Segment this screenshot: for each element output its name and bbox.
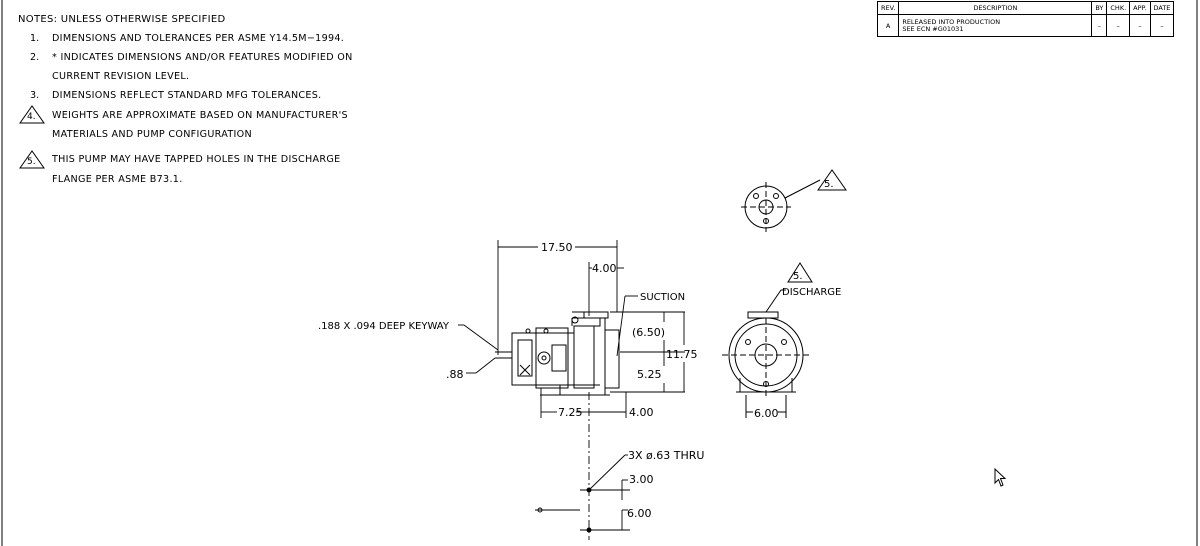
note-line: MATERIALS AND PUMP CONFIGURATION [52,129,252,140]
pump-side-view [495,311,620,396]
description-line: RELEASED INTO PRODUCTION [902,17,1001,26]
dim-foot-right: 4.00 [629,406,654,419]
date-cell: – [1149,14,1175,37]
dimension-lines [458,240,685,540]
rev-cell: A [876,14,900,37]
dim-foot-width: 6.00 [754,407,779,420]
note-line: WEIGHTS ARE APPROXIMATE BASED ON MANUFAC… [52,110,348,121]
description-cell: RELEASED INTO PRODUCTION SEE ECN #G01031 [898,14,1093,37]
flag-number: 4. [27,112,36,122]
dim-hole-spacing-2: 6.00 [627,507,652,520]
dim-height-ref: (6.50) [632,326,665,339]
note-line: DIMENSIONS REFLECT STANDARD MFG TOLERANC… [52,90,322,101]
revision-flag-icon [19,105,45,124]
note-number: 3. [30,90,40,101]
mouse-cursor-icon [994,468,1007,487]
revision-table: REV. DESCRIPTION BY CHK. APP. DATE A REL… [876,1,1175,37]
revision-flag-icon [19,150,45,169]
by-cell: – [1091,14,1108,37]
dim-overall-height: 11.75 [666,348,698,361]
note-line: FLANGE PER ASME B73.1. [52,174,183,185]
dim-shaft: .88 [446,368,464,381]
revision-flag-icon [817,169,847,191]
dim-overall-length: 17.50 [541,241,573,254]
note-line: * INDICATES DIMENSIONS AND/OR FEATURES M… [52,52,353,63]
app-cell: – [1129,14,1151,37]
flange-view [741,169,847,232]
flag-number: 5. [27,157,36,167]
discharge-label: DISCHARGE [782,287,841,298]
pump-end-view [722,262,813,418]
keyway-callout: .188 X .094 DEEP KEYWAY [318,321,450,332]
dim-centerline-height: 5.25 [637,368,662,381]
note-number: 1. [30,33,40,44]
note-line: CURRENT REVISION LEVEL. [52,71,190,82]
revision-flag-icon [787,262,813,283]
flag-number: 5. [793,271,803,282]
note-number: 2. [30,52,40,63]
rev-header: REV. [876,1,900,15]
flag-number: 5. [824,179,834,190]
note-line: DIMENSIONS AND TOLERANCES PER ASME Y14.5… [52,33,345,44]
dim-foot-left: 7.25 [558,406,583,419]
dim-suction-offset: 4.00 [592,262,617,275]
note-line: THIS PUMP MAY HAVE TAPPED HOLES IN THE D… [52,154,341,165]
suction-label: SUCTION [640,292,685,303]
notes-header: NOTES: UNLESS OTHERWISE SPECIFIED [18,14,226,25]
hole-callout: 3X ø.63 THRU [628,449,704,462]
dim-hole-spacing-1: 3.00 [629,473,654,486]
hole-pattern [535,454,630,533]
description-line: SEE ECN #G01031 [902,24,964,33]
